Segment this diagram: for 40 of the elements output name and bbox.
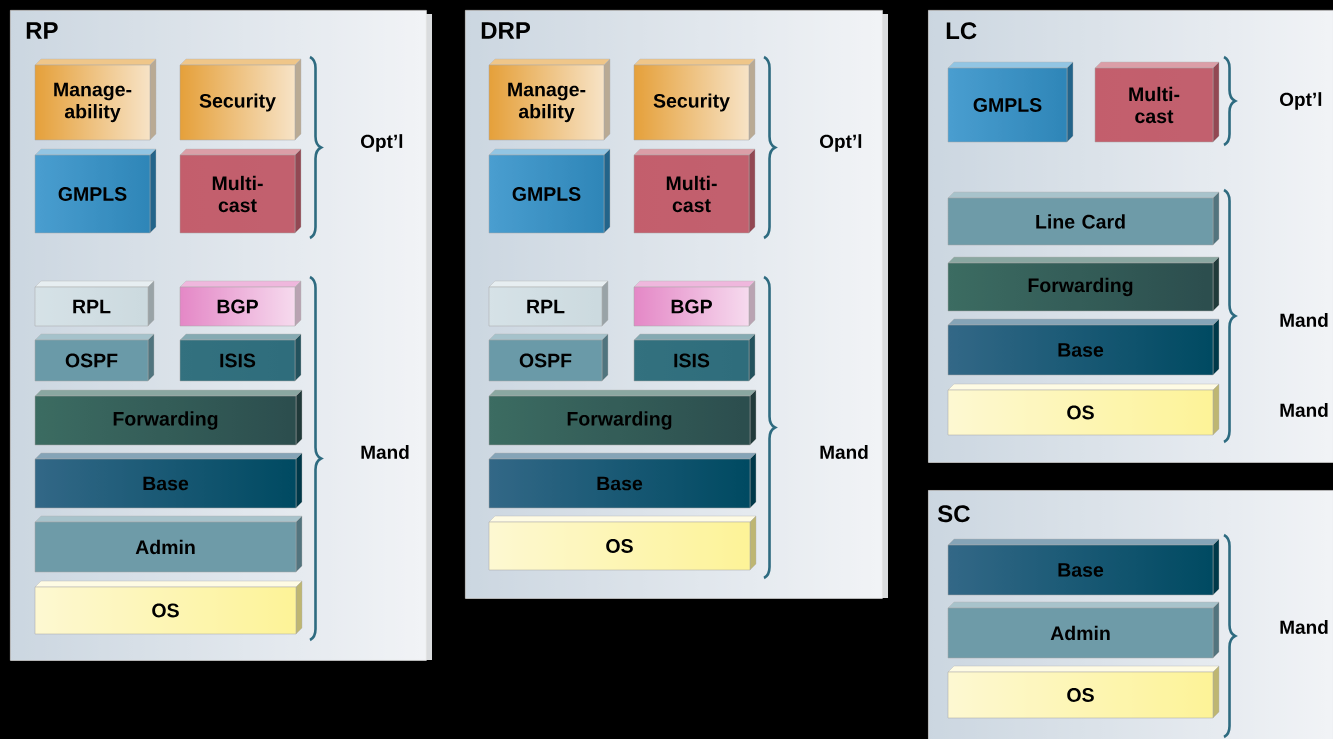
module-block: OS bbox=[947, 383, 1220, 436]
module-block: Multi- cast bbox=[1094, 61, 1220, 143]
module-block: ISIS bbox=[633, 333, 756, 382]
module-block: Forwarding bbox=[488, 389, 757, 446]
module-block: Base bbox=[947, 318, 1220, 376]
module-block: Line Card bbox=[947, 191, 1220, 246]
brace-label: Mand bbox=[1280, 620, 1328, 634]
brace-label: Mand bbox=[1280, 313, 1328, 327]
module-block: OS bbox=[488, 515, 757, 571]
brace-label: Mand bbox=[1280, 403, 1328, 417]
brace-label: Mand bbox=[820, 445, 868, 459]
module-block: GMPLS bbox=[947, 61, 1074, 143]
module-block: OS bbox=[34, 580, 303, 635]
module-block: Admin bbox=[34, 515, 303, 573]
module-block: GMPLS bbox=[488, 148, 611, 234]
brace-label: Opt’l bbox=[820, 134, 862, 152]
module-block: Security bbox=[633, 58, 756, 141]
module-block: Security bbox=[179, 58, 302, 141]
module-block: Base bbox=[488, 452, 757, 509]
module-block: OSPF bbox=[488, 333, 609, 382]
module-block: Forwarding bbox=[947, 256, 1220, 312]
module-block: BGP bbox=[179, 280, 302, 327]
brace-label: Opt’l bbox=[361, 134, 403, 152]
module-block: Admin bbox=[947, 601, 1220, 659]
module-block: Base bbox=[947, 538, 1220, 596]
brace-label: Opt’l bbox=[1280, 92, 1322, 110]
module-block: BGP bbox=[633, 280, 756, 327]
brace-label: Mand bbox=[361, 445, 409, 459]
module-block: OS bbox=[947, 665, 1220, 719]
module-block: Multi- cast bbox=[633, 148, 756, 234]
module-block: Manage- ability bbox=[34, 58, 157, 141]
module-block: RPL bbox=[34, 280, 155, 327]
module-block: Manage- ability bbox=[488, 58, 611, 141]
module-block: ISIS bbox=[179, 333, 302, 382]
module-block: Base bbox=[34, 452, 303, 509]
module-block: Multi- cast bbox=[179, 148, 302, 234]
module-block: Forwarding bbox=[34, 389, 303, 446]
module-block: OSPF bbox=[34, 333, 155, 382]
module-block: RPL bbox=[488, 280, 609, 327]
module-block: GMPLS bbox=[34, 148, 157, 234]
